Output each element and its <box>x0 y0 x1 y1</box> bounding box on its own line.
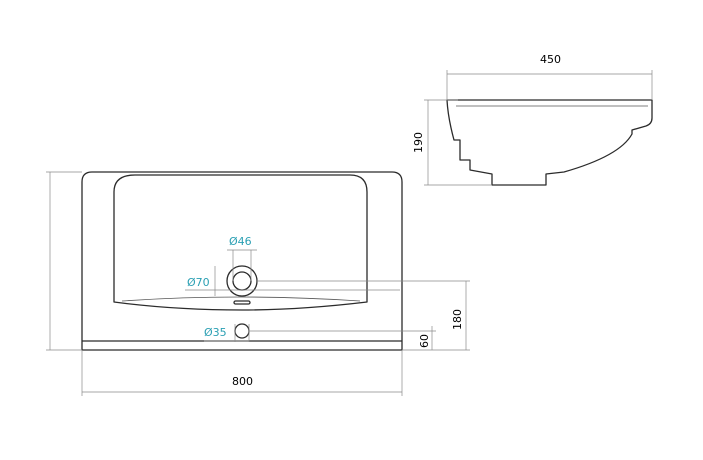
drain-inner-dimension: Ø46 <box>227 235 257 281</box>
basin-outer-contour <box>81 171 403 351</box>
drain-outer-label: Ø70 <box>187 276 210 289</box>
drain-inner-ring <box>232 271 252 291</box>
bowl-bottom-line <box>121 296 361 302</box>
overflow-slot <box>233 300 251 305</box>
tap-hole-label: Ø35 <box>204 326 227 339</box>
left-height-dimension <box>46 171 82 351</box>
overflow-height-label: 60 <box>418 334 431 348</box>
drain-inner-label: Ø46 <box>229 235 252 248</box>
width-label: 800 <box>232 375 253 388</box>
width-dimension: 800 <box>81 350 403 396</box>
drain-outer-dimension: Ø70 <box>185 266 400 296</box>
basin-side-profile <box>446 99 653 186</box>
tap-offset-dimension: 180 <box>451 281 467 350</box>
tap-hole <box>234 323 250 339</box>
depth-dimension: 450 <box>446 53 653 100</box>
height-dimension: 190 <box>412 99 492 186</box>
top-view: Ø46 Ø70 Ø35 60 <box>46 171 470 396</box>
depth-label: 450 <box>540 53 561 66</box>
side-view: 450 190 <box>412 53 653 186</box>
tap-hole-dimension: Ø35 <box>204 324 250 342</box>
height-label: 190 <box>412 132 425 153</box>
drain-outer-ring <box>226 265 258 297</box>
tap-offset-label: 180 <box>451 309 464 330</box>
overflow-height-dimension: 60 <box>418 326 433 350</box>
basin-bowl <box>113 174 368 311</box>
